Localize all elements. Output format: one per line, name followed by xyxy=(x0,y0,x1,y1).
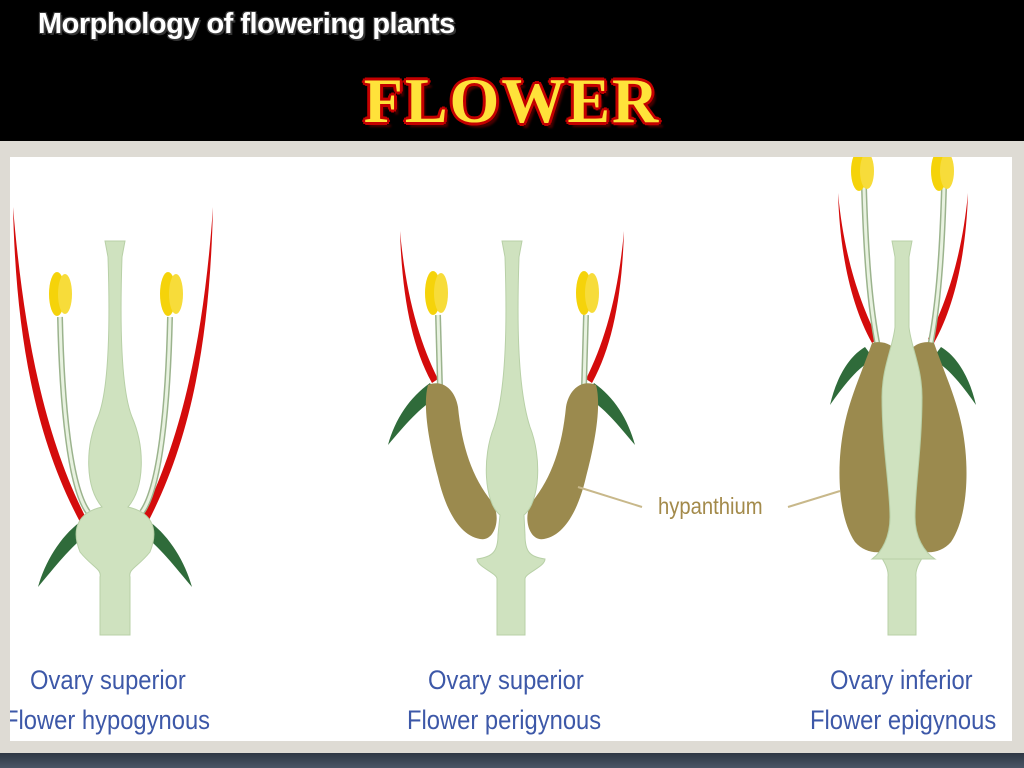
epigynous-flower-diagram xyxy=(787,157,976,636)
sepal-right xyxy=(932,347,976,405)
pistil xyxy=(870,240,937,560)
slide-bottom-bar xyxy=(0,753,1024,768)
caption-epigynous-line1: Ovary inferior xyxy=(830,665,973,695)
petal-right xyxy=(586,231,624,383)
hypanthium-leader-right xyxy=(787,490,841,508)
petal-left xyxy=(13,207,86,522)
caption-perigynous-line1: Ovary superior xyxy=(428,665,584,695)
caption-epigynous-line2: Flower epigynous xyxy=(810,705,997,735)
anther-left-b xyxy=(58,274,72,314)
anther-right-b xyxy=(940,157,954,189)
hypogynous-flower-diagram xyxy=(13,207,213,636)
petal-left xyxy=(400,231,438,383)
petal-right xyxy=(142,207,213,522)
caption-hypogynous-line1: Ovary superior xyxy=(30,665,186,695)
filament-right-inner xyxy=(582,314,588,388)
hypanthium-label: hypanthium xyxy=(658,493,763,519)
image-frame: hypanthium Ovary superior Flower hypogyn… xyxy=(0,141,1024,753)
filament-right-inner xyxy=(928,186,946,348)
anther-right-b xyxy=(585,273,599,313)
hypanthium-left xyxy=(425,383,497,540)
slide-header: Morphology of flowering plants FLOWER xyxy=(0,0,1024,140)
flower-diagrams xyxy=(13,157,976,636)
anther-left-b xyxy=(434,273,448,313)
hypanthium-leader-left xyxy=(577,486,643,508)
diagram-panel: hypanthium Ovary superior Flower hypogyn… xyxy=(10,157,1012,741)
caption-hypogynous-line2: Flower hypogynous xyxy=(10,705,211,735)
pistil xyxy=(476,240,546,636)
sepal-right xyxy=(586,383,635,445)
filament-left-inner xyxy=(58,316,90,513)
anther-left-b xyxy=(860,157,874,189)
filament-left-inner xyxy=(436,314,442,388)
hypanthium-right xyxy=(527,383,599,540)
filament-left-inner xyxy=(862,186,880,348)
filament-right-inner xyxy=(140,316,172,513)
sepal-left xyxy=(388,383,438,445)
perigynous-flower-diagram xyxy=(388,231,643,636)
caption-perigynous-line2: Flower perigynous xyxy=(407,705,602,735)
pistil xyxy=(75,240,155,636)
slide-title-text: FLOWER xyxy=(363,65,661,136)
slide-subtitle: Morphology of flowering plants xyxy=(38,8,455,40)
sepal-left xyxy=(830,347,874,405)
anther-right-b xyxy=(169,274,183,314)
slide-title: FLOWER xyxy=(0,64,924,138)
